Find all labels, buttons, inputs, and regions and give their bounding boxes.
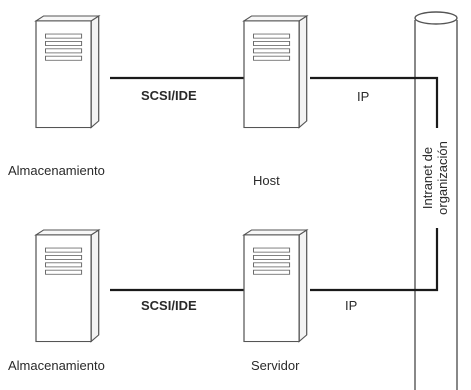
network-label: Intranet de organización xyxy=(420,128,452,228)
network-label-background xyxy=(418,128,454,228)
top-ip-label: IP xyxy=(357,89,370,104)
top-storage-server-tower-icon xyxy=(35,15,100,129)
top-host-server-tower-icon xyxy=(243,15,308,129)
bottom-ip-label: IP xyxy=(345,298,358,313)
bottom-storage-label: Almacenamiento xyxy=(8,358,105,373)
network-label-line2: organización xyxy=(435,141,450,215)
top-storage-label: Almacenamiento xyxy=(8,163,105,178)
bottom-ip-link-line xyxy=(310,212,439,292)
network-label-line1: Intranet de xyxy=(420,146,435,210)
bottom-server-server-tower-icon xyxy=(243,229,308,343)
bottom-scsi-label: SCSI/IDE xyxy=(141,298,197,313)
top-host-label: Host xyxy=(253,173,280,188)
network-cylinder-icon xyxy=(414,11,458,390)
bottom-storage-server-tower-icon xyxy=(35,229,100,343)
top-scsi-label: SCSI/IDE xyxy=(141,88,197,103)
bottom-server-label: Servidor xyxy=(251,358,300,373)
